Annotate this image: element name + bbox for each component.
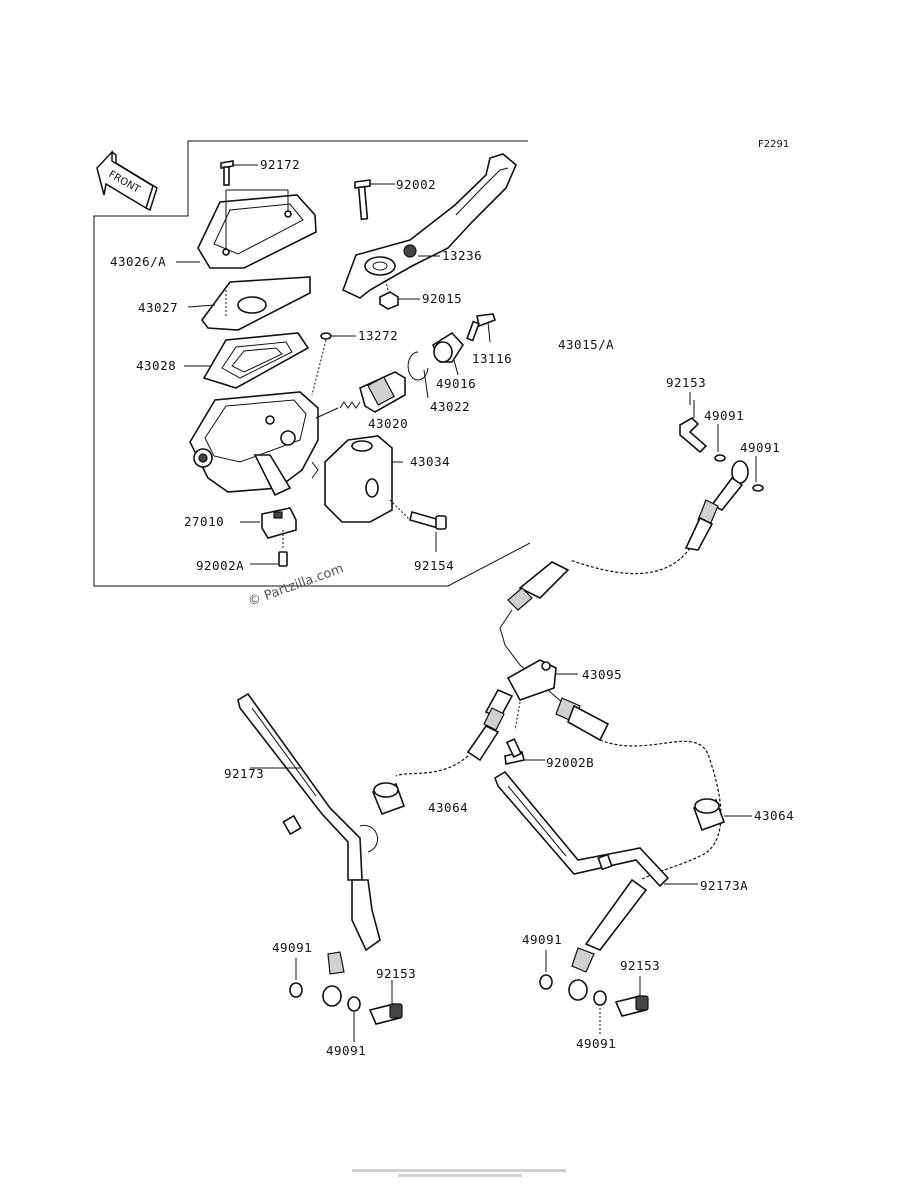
label-43020: 43020 — [368, 416, 408, 431]
label-49016: 49016 — [436, 376, 476, 391]
label-92002A: 92002A — [196, 558, 244, 573]
label-13236: 13236 — [442, 248, 482, 263]
grommet-left — [371, 782, 406, 816]
label-49091-left-b: 49091 — [326, 1043, 366, 1058]
label-43034: 43034 — [410, 454, 450, 469]
label-92173A: 92173A — [700, 878, 748, 893]
label-43028: 43028 — [136, 358, 176, 373]
pivot-13116 — [466, 313, 497, 343]
seal-13272 — [311, 332, 356, 396]
label-92015: 92015 — [422, 291, 462, 306]
screw-92002A — [250, 551, 288, 567]
label-92002: 92002 — [396, 177, 436, 192]
label-92002B: 92002B — [546, 755, 594, 770]
footer-fineprint — [352, 1169, 566, 1172]
label-49091-upper-a: 49091 — [704, 408, 744, 423]
hose-right — [599, 739, 722, 881]
circlip — [407, 351, 429, 399]
hose-left — [395, 755, 469, 777]
front-arrow-icon: FRONT — [96, 150, 158, 212]
brake-lever — [341, 153, 517, 299]
label-49091-right-b: 49091 — [576, 1036, 616, 1051]
label-27010: 27010 — [184, 514, 224, 529]
nut-92015 — [379, 277, 420, 310]
label-43064-left: 43064 — [428, 800, 468, 815]
screw-92002 — [354, 179, 395, 221]
bracket-92173 — [237, 692, 379, 881]
handlebar-clamp — [324, 435, 411, 523]
label-49091-right-a: 49091 — [522, 932, 562, 947]
label-92154: 92154 — [414, 558, 454, 573]
reservoir-cap — [197, 189, 317, 269]
label-43015A: 43015/A — [558, 337, 614, 352]
hose-joint — [466, 659, 610, 762]
label-92172: 92172 — [260, 157, 300, 172]
label-43027: 43027 — [138, 300, 178, 315]
footer-fineprint-2 — [398, 1174, 522, 1177]
label-92153-right: 92153 — [620, 958, 660, 973]
hose-lower-left — [289, 879, 403, 1042]
piston-kit — [315, 371, 406, 419]
label-92153-left: 92153 — [376, 966, 416, 981]
label-43022: 43022 — [430, 399, 470, 414]
leader-43027 — [187, 304, 216, 308]
diaphragm-plate — [201, 276, 311, 331]
gasket — [202, 332, 310, 389]
label-13116: 13116 — [472, 351, 512, 366]
master-cylinder-body — [189, 391, 319, 497]
bracket-92173A — [494, 770, 698, 888]
label-43026A: 43026/A — [110, 254, 166, 269]
screw-92172 — [220, 160, 258, 186]
label-49091-left-a: 49091 — [272, 940, 312, 955]
upper-banjo — [679, 400, 764, 551]
assembly-frame — [93, 140, 531, 587]
label-43095: 43095 — [582, 667, 622, 682]
brake-switch — [240, 507, 297, 550]
label-92173: 92173 — [224, 766, 264, 781]
dust-boot — [432, 331, 465, 376]
hose-upper — [569, 547, 691, 575]
label-92153-upper: 92153 — [666, 375, 706, 390]
hose-lower-right — [539, 878, 649, 1034]
bolt-92002B — [504, 737, 545, 765]
grommet-right — [692, 798, 752, 832]
diagram-id: F2291 — [758, 139, 789, 150]
bolt-92154 — [409, 511, 447, 552]
label-13272: 13272 — [358, 328, 398, 343]
label-49091-upper-b: 49091 — [740, 440, 780, 455]
label-43064-right: 43064 — [754, 808, 794, 823]
